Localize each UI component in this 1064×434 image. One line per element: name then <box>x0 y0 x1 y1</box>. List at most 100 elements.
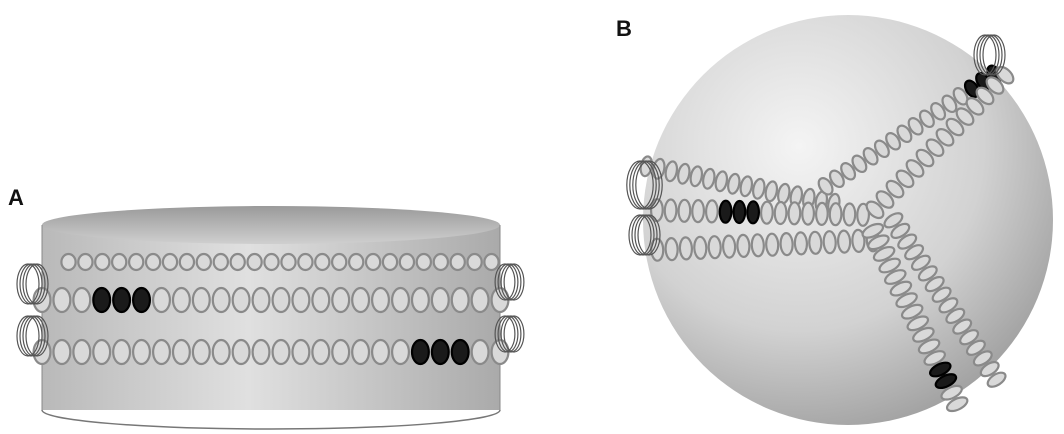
helix-turn <box>332 288 349 312</box>
helix-turn <box>816 203 828 225</box>
helix-turn <box>412 340 429 364</box>
helix-turn <box>312 288 329 312</box>
helix-turn <box>293 288 310 312</box>
helix-turn <box>253 340 270 364</box>
helix-turn <box>93 288 110 312</box>
helix-turn <box>366 254 380 270</box>
helix-turn <box>180 254 194 270</box>
helix-turn <box>678 200 690 222</box>
helix-turn <box>273 340 290 364</box>
helix-turn <box>352 340 369 364</box>
helix-turn <box>61 254 75 270</box>
helix-turn <box>665 199 677 221</box>
helix-turn <box>133 340 150 364</box>
helix-turn <box>751 234 764 257</box>
helix-turn <box>432 288 449 312</box>
helix-turn <box>472 288 489 312</box>
cylinder-body <box>42 225 500 410</box>
helix-turn <box>34 340 51 364</box>
helix-turn <box>78 254 92 270</box>
helix-turn <box>372 340 389 364</box>
helix-turn <box>332 254 346 270</box>
helix-turn <box>830 203 842 225</box>
helix-turn <box>843 203 855 225</box>
helix-turn <box>113 288 130 312</box>
helix-turn <box>193 288 210 312</box>
helix-turn <box>332 340 349 364</box>
cylinder-top <box>42 206 500 244</box>
helix-turn <box>281 254 295 270</box>
helix-turn <box>315 254 329 270</box>
helix-turn <box>452 340 469 364</box>
helix-turn <box>823 231 836 254</box>
cylinder-bottom-edge <box>42 410 500 429</box>
helix-turn <box>213 288 230 312</box>
helix-turn <box>794 232 807 255</box>
helix-turn <box>383 254 397 270</box>
helix-turn <box>809 232 822 255</box>
helix-turn <box>233 340 250 364</box>
helix-turn <box>737 235 750 258</box>
helix-turn <box>432 340 449 364</box>
helix-turn <box>472 340 489 364</box>
helix-turn <box>163 254 177 270</box>
helix-turn <box>197 254 211 270</box>
helix-turn <box>248 254 262 270</box>
helix-turn <box>723 235 736 258</box>
helix-turn <box>214 254 228 270</box>
helix-turn <box>434 254 448 270</box>
helix-turn <box>694 237 707 260</box>
helix-turn <box>780 233 793 256</box>
helix-turn <box>747 201 759 223</box>
helix-turn <box>34 288 51 312</box>
helix-turn <box>193 340 210 364</box>
helix-turn <box>112 254 126 270</box>
helix-turn <box>788 202 800 224</box>
helix-turn <box>417 254 431 270</box>
helix-turn <box>54 288 71 312</box>
helix-turn <box>231 254 245 270</box>
helix-turn <box>312 340 329 364</box>
helix-turn <box>273 288 290 312</box>
helix-turn <box>838 230 851 253</box>
helix-turn <box>775 202 787 224</box>
helix-turn <box>372 288 389 312</box>
helix-turn <box>93 340 110 364</box>
helix-turn <box>146 254 160 270</box>
helix-turn <box>451 254 465 270</box>
helix-turn <box>253 288 270 312</box>
helix-turn <box>706 200 718 222</box>
helix-turn <box>412 288 429 312</box>
helix-turn <box>679 237 692 260</box>
helix-turn <box>293 340 310 364</box>
helix-turn <box>153 340 170 364</box>
helix-turn <box>133 288 150 312</box>
helix-turn <box>468 254 482 270</box>
helix-turn <box>400 254 414 270</box>
helix-turn <box>73 288 90 312</box>
helix-turn <box>392 288 409 312</box>
helix-turn <box>298 254 312 270</box>
helix-turn <box>173 288 190 312</box>
panel-a-cylinder <box>42 206 500 429</box>
helix-turn <box>54 340 71 364</box>
helix-turn <box>651 238 664 261</box>
helix-turn <box>392 340 409 364</box>
helix-turn <box>484 254 498 270</box>
helix-turn <box>708 236 721 259</box>
helix-turn <box>73 340 90 364</box>
helix-turn <box>213 340 230 364</box>
helix-turn <box>692 200 704 222</box>
helix-turn <box>95 254 109 270</box>
helix-turn <box>733 201 745 223</box>
helix-turn <box>761 202 773 224</box>
helix-turn <box>349 254 363 270</box>
helix-turn <box>173 340 190 364</box>
helix-turn <box>665 238 678 261</box>
helix-turn <box>264 254 278 270</box>
helix-turn <box>452 288 469 312</box>
helix-turn <box>766 233 779 256</box>
helix-turn <box>153 288 170 312</box>
helix-turn <box>802 202 814 224</box>
